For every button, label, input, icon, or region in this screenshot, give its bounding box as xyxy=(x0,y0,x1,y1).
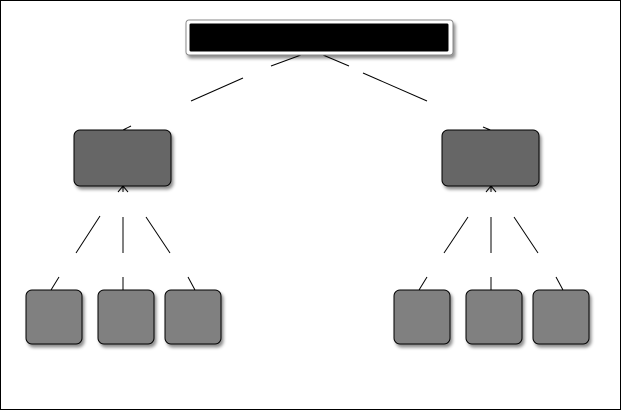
connector-left-top-stub xyxy=(122,125,132,131)
level2-node-left-1 xyxy=(25,289,83,345)
connector-root-left-b xyxy=(190,77,244,102)
connector-left-1b xyxy=(50,276,60,291)
connector-right-3a xyxy=(513,216,539,254)
level2-node-right-2 xyxy=(465,289,523,345)
right-branch-connectors xyxy=(418,185,564,291)
connector-root-right-a xyxy=(322,54,350,67)
root-node-fill xyxy=(188,22,450,53)
level1-node-right-box xyxy=(441,129,540,187)
connector-right-1a xyxy=(443,216,469,254)
level2-node-left-3-box xyxy=(164,289,222,345)
left-branch-connectors xyxy=(50,185,196,291)
connector-left-1a xyxy=(75,215,101,254)
connector-left-3a xyxy=(145,216,171,254)
level2-node-right-3-box xyxy=(532,289,590,345)
level2-node-right-1-box xyxy=(393,289,451,345)
connector-root-right-b xyxy=(362,72,428,102)
connector-root-left-a xyxy=(270,54,302,67)
level1-node-right xyxy=(441,129,540,187)
level2-node-left-1-box xyxy=(25,289,83,345)
level2-node-left-2 xyxy=(97,289,155,345)
level2-node-right-2-box xyxy=(465,289,523,345)
level2-node-left-2-box xyxy=(97,289,155,345)
level1-node-left xyxy=(73,129,172,187)
level2-node-right-1 xyxy=(393,289,451,345)
root-node xyxy=(185,19,454,56)
level1-node-left-box xyxy=(73,129,172,187)
connector-left-3b xyxy=(187,276,196,291)
connector-right-3b xyxy=(555,276,564,291)
level2-node-left-3 xyxy=(164,289,222,345)
level2-node-right-3 xyxy=(532,289,590,345)
connector-right-1b xyxy=(418,276,428,291)
root-connectors xyxy=(122,54,494,132)
